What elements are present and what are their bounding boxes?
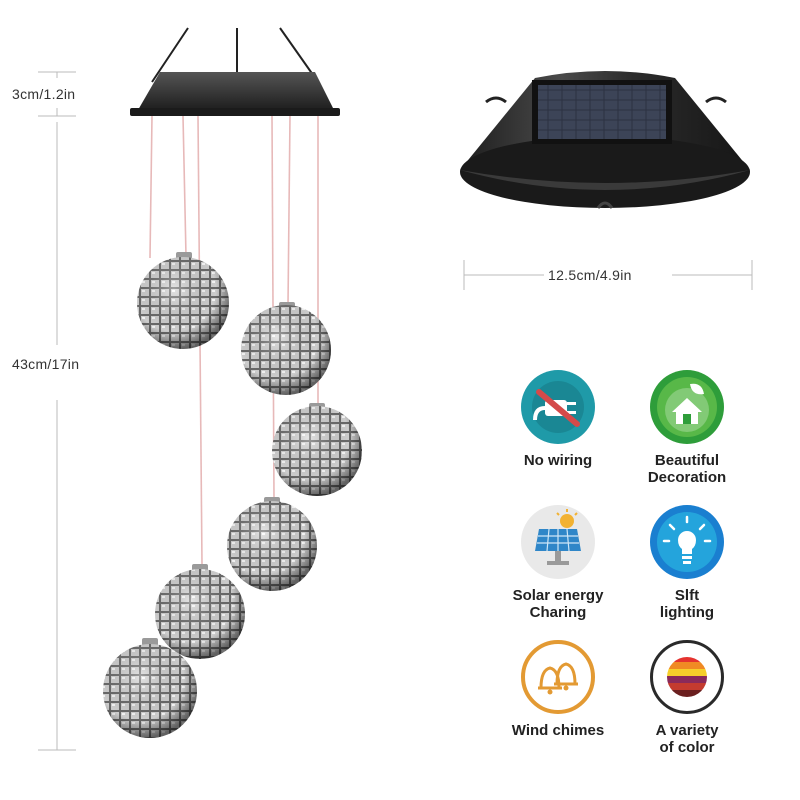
top-height-label: 3cm/1.2in — [12, 86, 76, 102]
mirror-balls — [103, 252, 362, 738]
height-measure-lines — [38, 71, 76, 751]
width-measure-lines — [463, 260, 753, 290]
feature-label: Slft lighting — [659, 587, 715, 621]
feature-label: Wind chimes — [511, 722, 605, 739]
lightbulb-icon — [650, 505, 724, 579]
feature-label: Beautiful Decoration — [647, 452, 727, 486]
bells-icon — [521, 640, 595, 714]
feature-label: No wiring — [523, 452, 593, 469]
solar-panel-icon — [521, 505, 595, 579]
total-height-label: 43cm/17in — [12, 356, 80, 372]
feature-label: Solar energy Charing — [512, 587, 604, 621]
mirror-ball — [103, 638, 197, 738]
color-sphere-icon — [650, 640, 724, 714]
solar-cap-illustration — [460, 71, 750, 209]
feature-label: A variety of color — [655, 722, 719, 756]
mirror-ball — [272, 403, 362, 496]
mirror-ball — [227, 497, 317, 591]
feature-beautiful-decoration: Beautiful Decoration — [612, 370, 762, 486]
feature-solar-energy: Solar energy Charing — [483, 505, 633, 621]
eco-house-icon — [650, 370, 724, 444]
feature-no-wiring: No wiring — [483, 370, 633, 469]
diameter-label: 12.5cm/4.9in — [548, 267, 632, 283]
mirror-ball — [137, 252, 229, 349]
feature-wind-chimes: Wind chimes — [483, 640, 633, 739]
no-plug-icon — [521, 370, 595, 444]
feature-variety-of-color: A variety of color — [612, 640, 762, 756]
feature-self-lighting: Slft lighting — [612, 505, 762, 621]
mirror-ball — [155, 564, 245, 659]
product-illustration — [38, 27, 362, 751]
mirror-ball — [241, 302, 331, 395]
top-cap — [130, 72, 340, 116]
